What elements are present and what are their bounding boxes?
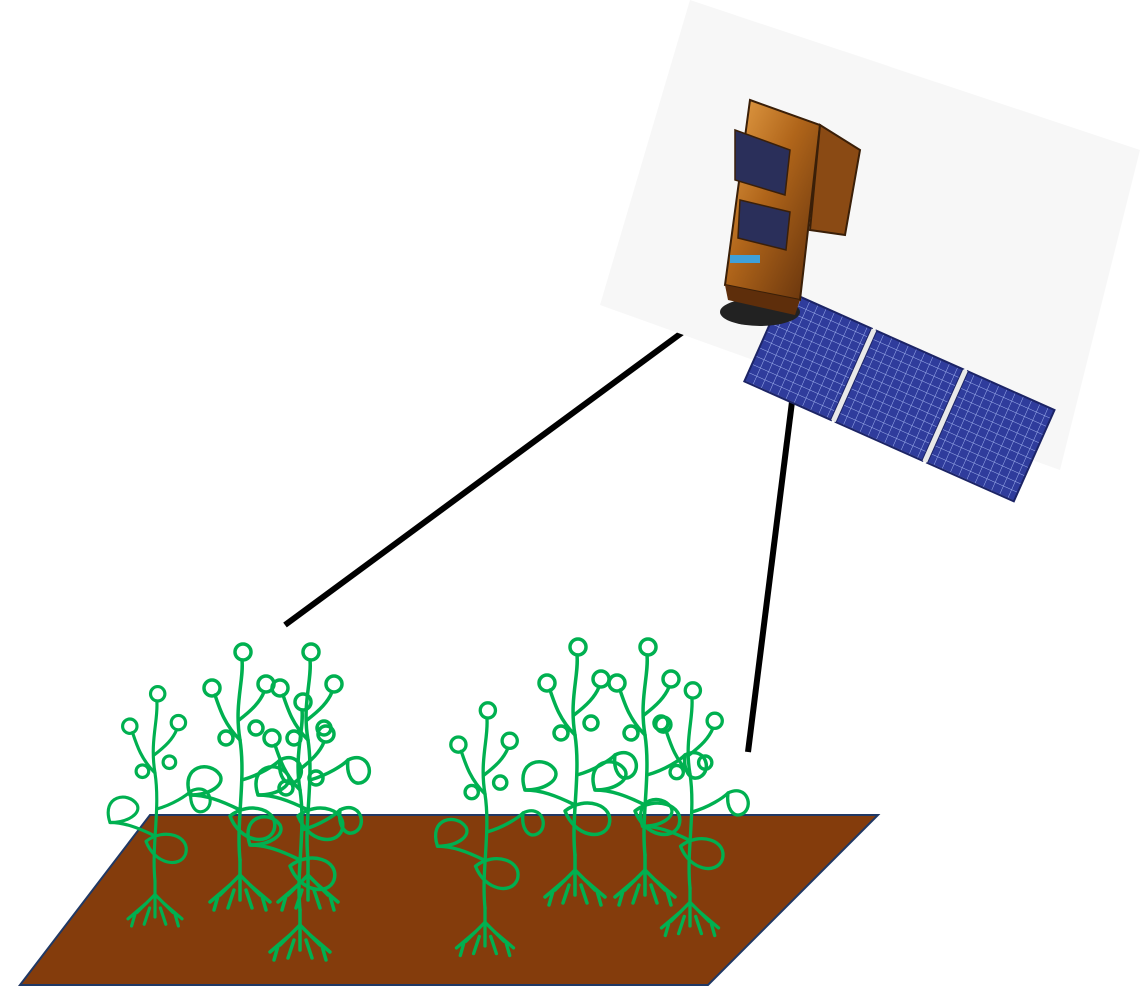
satellite-icon — [600, 0, 1140, 501]
view-line-left — [285, 312, 710, 625]
view-line-right — [748, 362, 797, 752]
